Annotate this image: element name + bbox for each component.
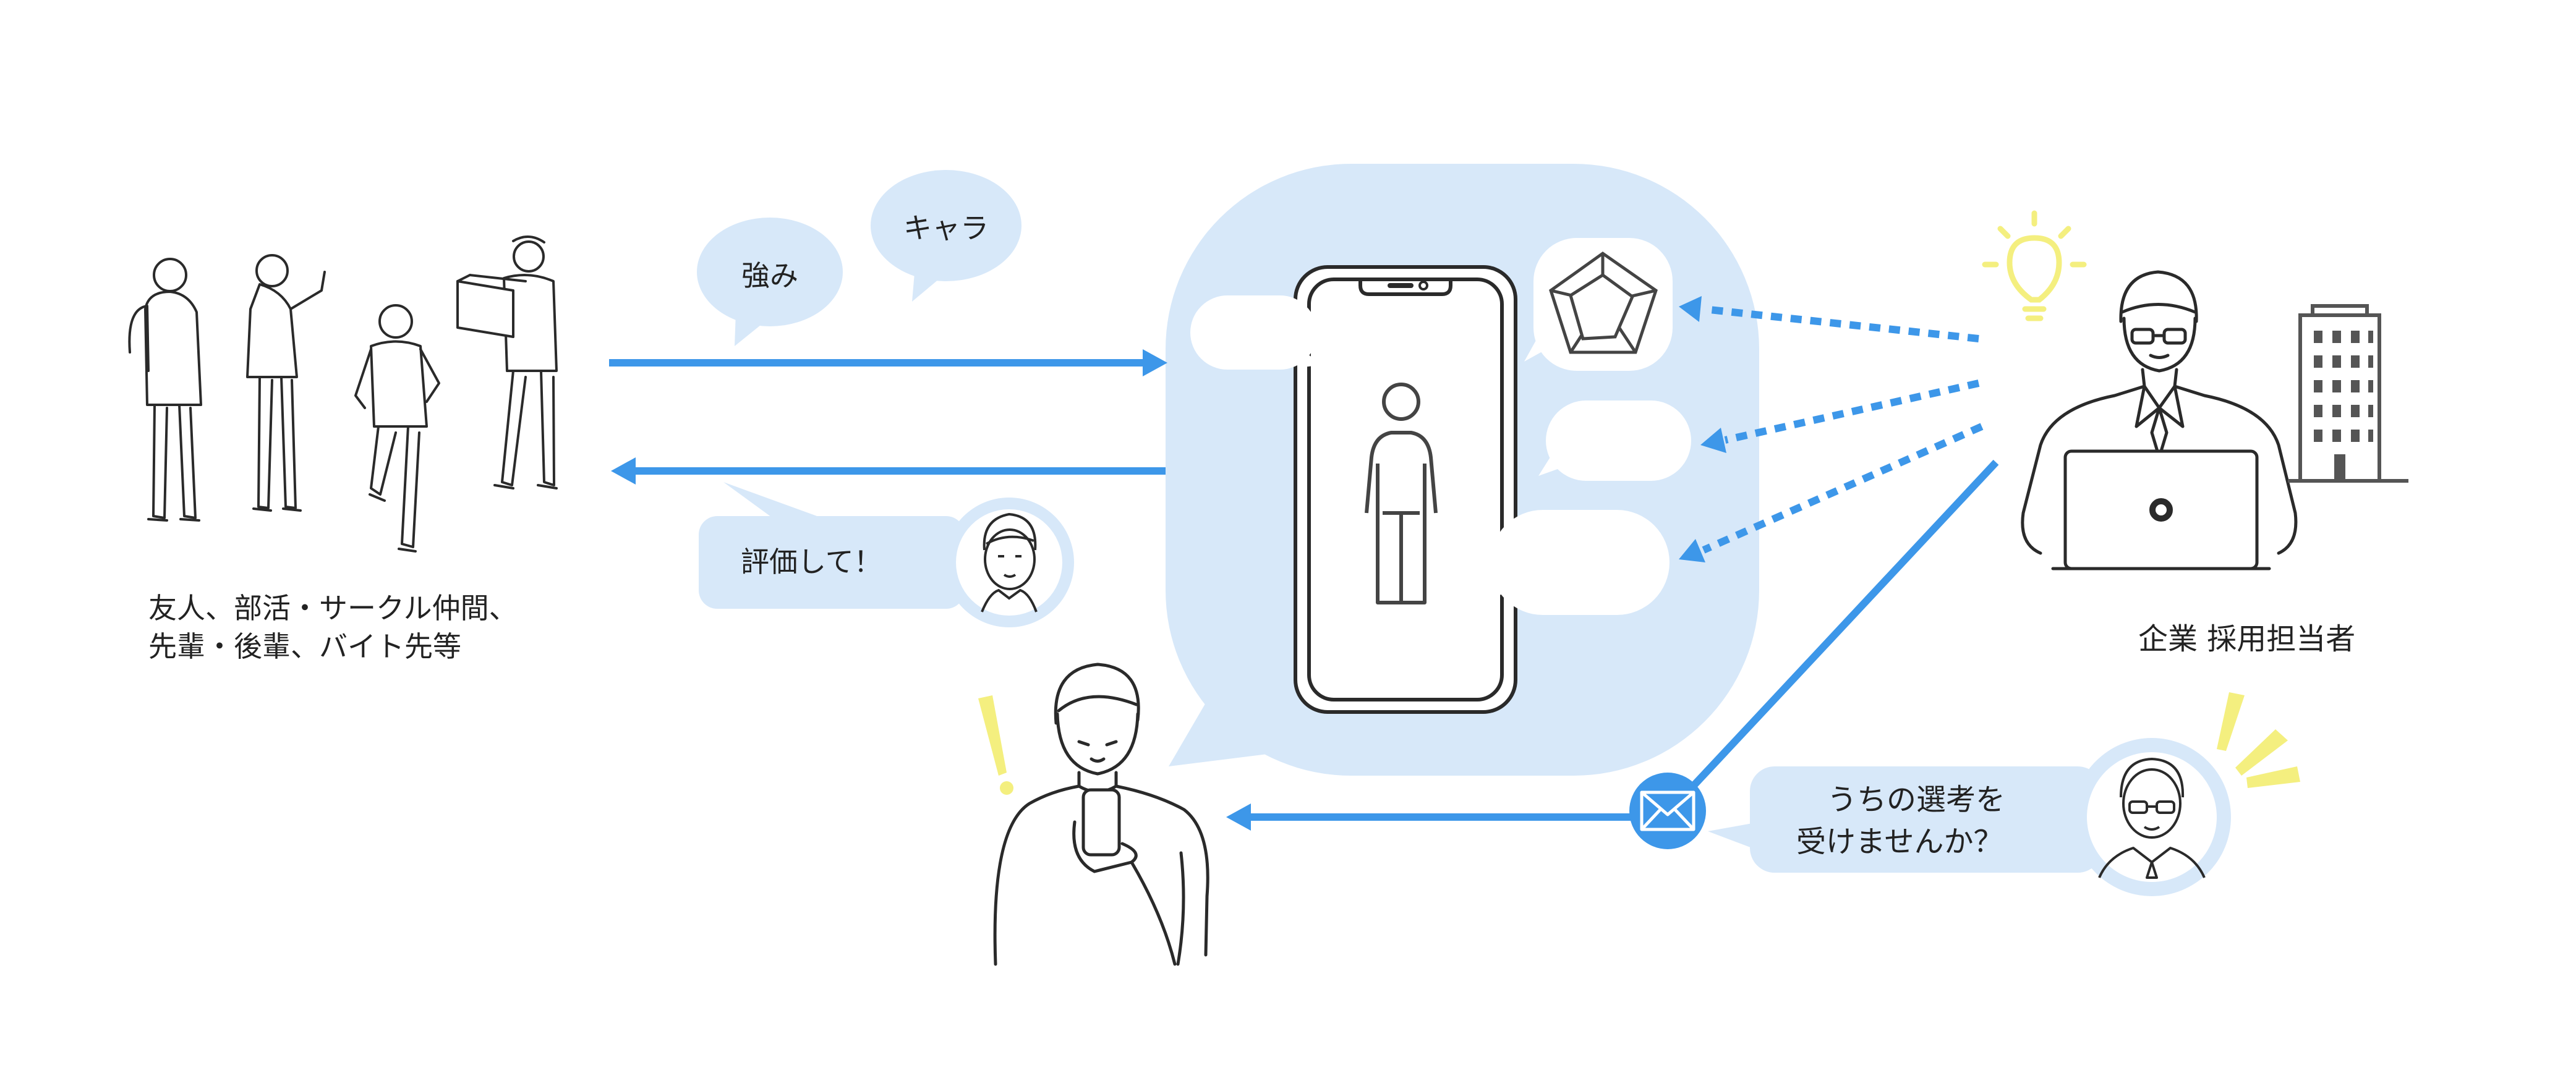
left-label-line2: 先輩・後輩、バイト先等 <box>148 630 461 663</box>
exclamation-icon <box>978 695 1013 795</box>
strength-bubble: 強み <box>697 218 843 346</box>
recruiter-to-envelope-line <box>1691 459 1999 788</box>
character-label: キャラ <box>903 211 989 245</box>
lightbulb-icon <box>1982 210 2087 321</box>
smartphone-icon <box>1294 265 1517 714</box>
arrow-to-student <box>1226 803 1639 831</box>
arrow-from-phone <box>611 457 1166 485</box>
arrow-to-phone <box>609 349 1167 376</box>
person-icon <box>1365 383 1438 604</box>
white-bubble-bottom <box>1481 510 1670 615</box>
recruiter-avatar <box>2073 738 2231 896</box>
people-group-illustration <box>128 235 558 553</box>
character-bubble: キャラ <box>871 170 1021 302</box>
recruiter-figure <box>2021 270 2298 570</box>
strength-label: 強み <box>741 259 798 292</box>
left-label-line1: 友人、部活・サークル仲間、 <box>148 591 518 625</box>
offer-label-line1: うちの選考を <box>1827 782 2005 817</box>
building-icon <box>2288 304 2408 483</box>
spark-lines <box>2217 692 2300 788</box>
evaluate-bubble: 評価して！ <box>699 482 965 609</box>
dotted-arrow-2 <box>1700 379 1980 453</box>
student-avatar <box>944 498 1074 627</box>
evaluate-label: 評価して！ <box>741 545 882 578</box>
radar-chart-icon <box>1549 251 1658 354</box>
white-bubble-left <box>1190 295 1323 370</box>
offer-bubble: うちの選考を 受けませんか？ <box>1708 766 2102 873</box>
envelope-icon <box>1629 773 1706 849</box>
white-bubble-middle <box>1538 400 1691 481</box>
company-label: 企業 採用担当者 <box>2138 622 2355 656</box>
dotted-arrow-1 <box>1679 296 1979 342</box>
student-with-phone <box>993 663 1209 966</box>
offer-label-line2: 受けませんか？ <box>1796 824 2003 859</box>
dotted-arrow-3 <box>1679 423 1984 562</box>
